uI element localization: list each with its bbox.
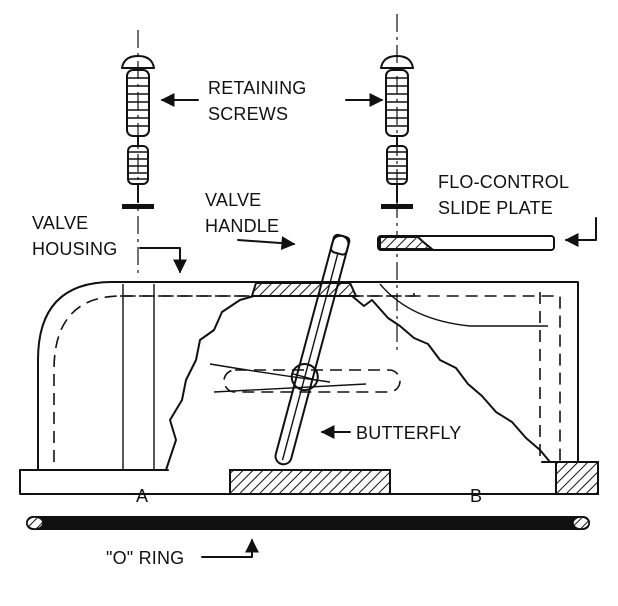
retaining-screws-label-line2: SCREWS	[208, 104, 288, 124]
o-ring	[26, 516, 590, 530]
retaining-screws-label-line1: RETAINING	[208, 78, 306, 98]
valve-handle	[274, 233, 351, 466]
valve-housing	[19, 281, 599, 495]
butterfly-label: BUTTERFLY	[356, 423, 461, 443]
left-retaining-screw	[121, 30, 155, 275]
flo-control-label-line2: SLIDE PLATE	[438, 198, 553, 218]
valve-housing-label-line1: VALVE	[32, 213, 88, 233]
flo-control-slide-plate	[377, 235, 555, 251]
right-retaining-screw	[380, 14, 414, 355]
leader-arrows	[36, 93, 597, 558]
o-ring-label: "O" RING	[106, 548, 184, 568]
point-b-label: B	[470, 486, 482, 506]
valve-handle-label-line1: VALVE	[205, 190, 261, 210]
cutaway-break-line	[165, 295, 551, 471]
valve-housing-label-line2: HOUSING	[32, 239, 117, 259]
point-a-label: A	[136, 486, 148, 506]
valve-handle-label-line2: HANDLE	[205, 216, 279, 236]
flo-control-label-line1: FLO-CONTROL	[438, 172, 569, 192]
